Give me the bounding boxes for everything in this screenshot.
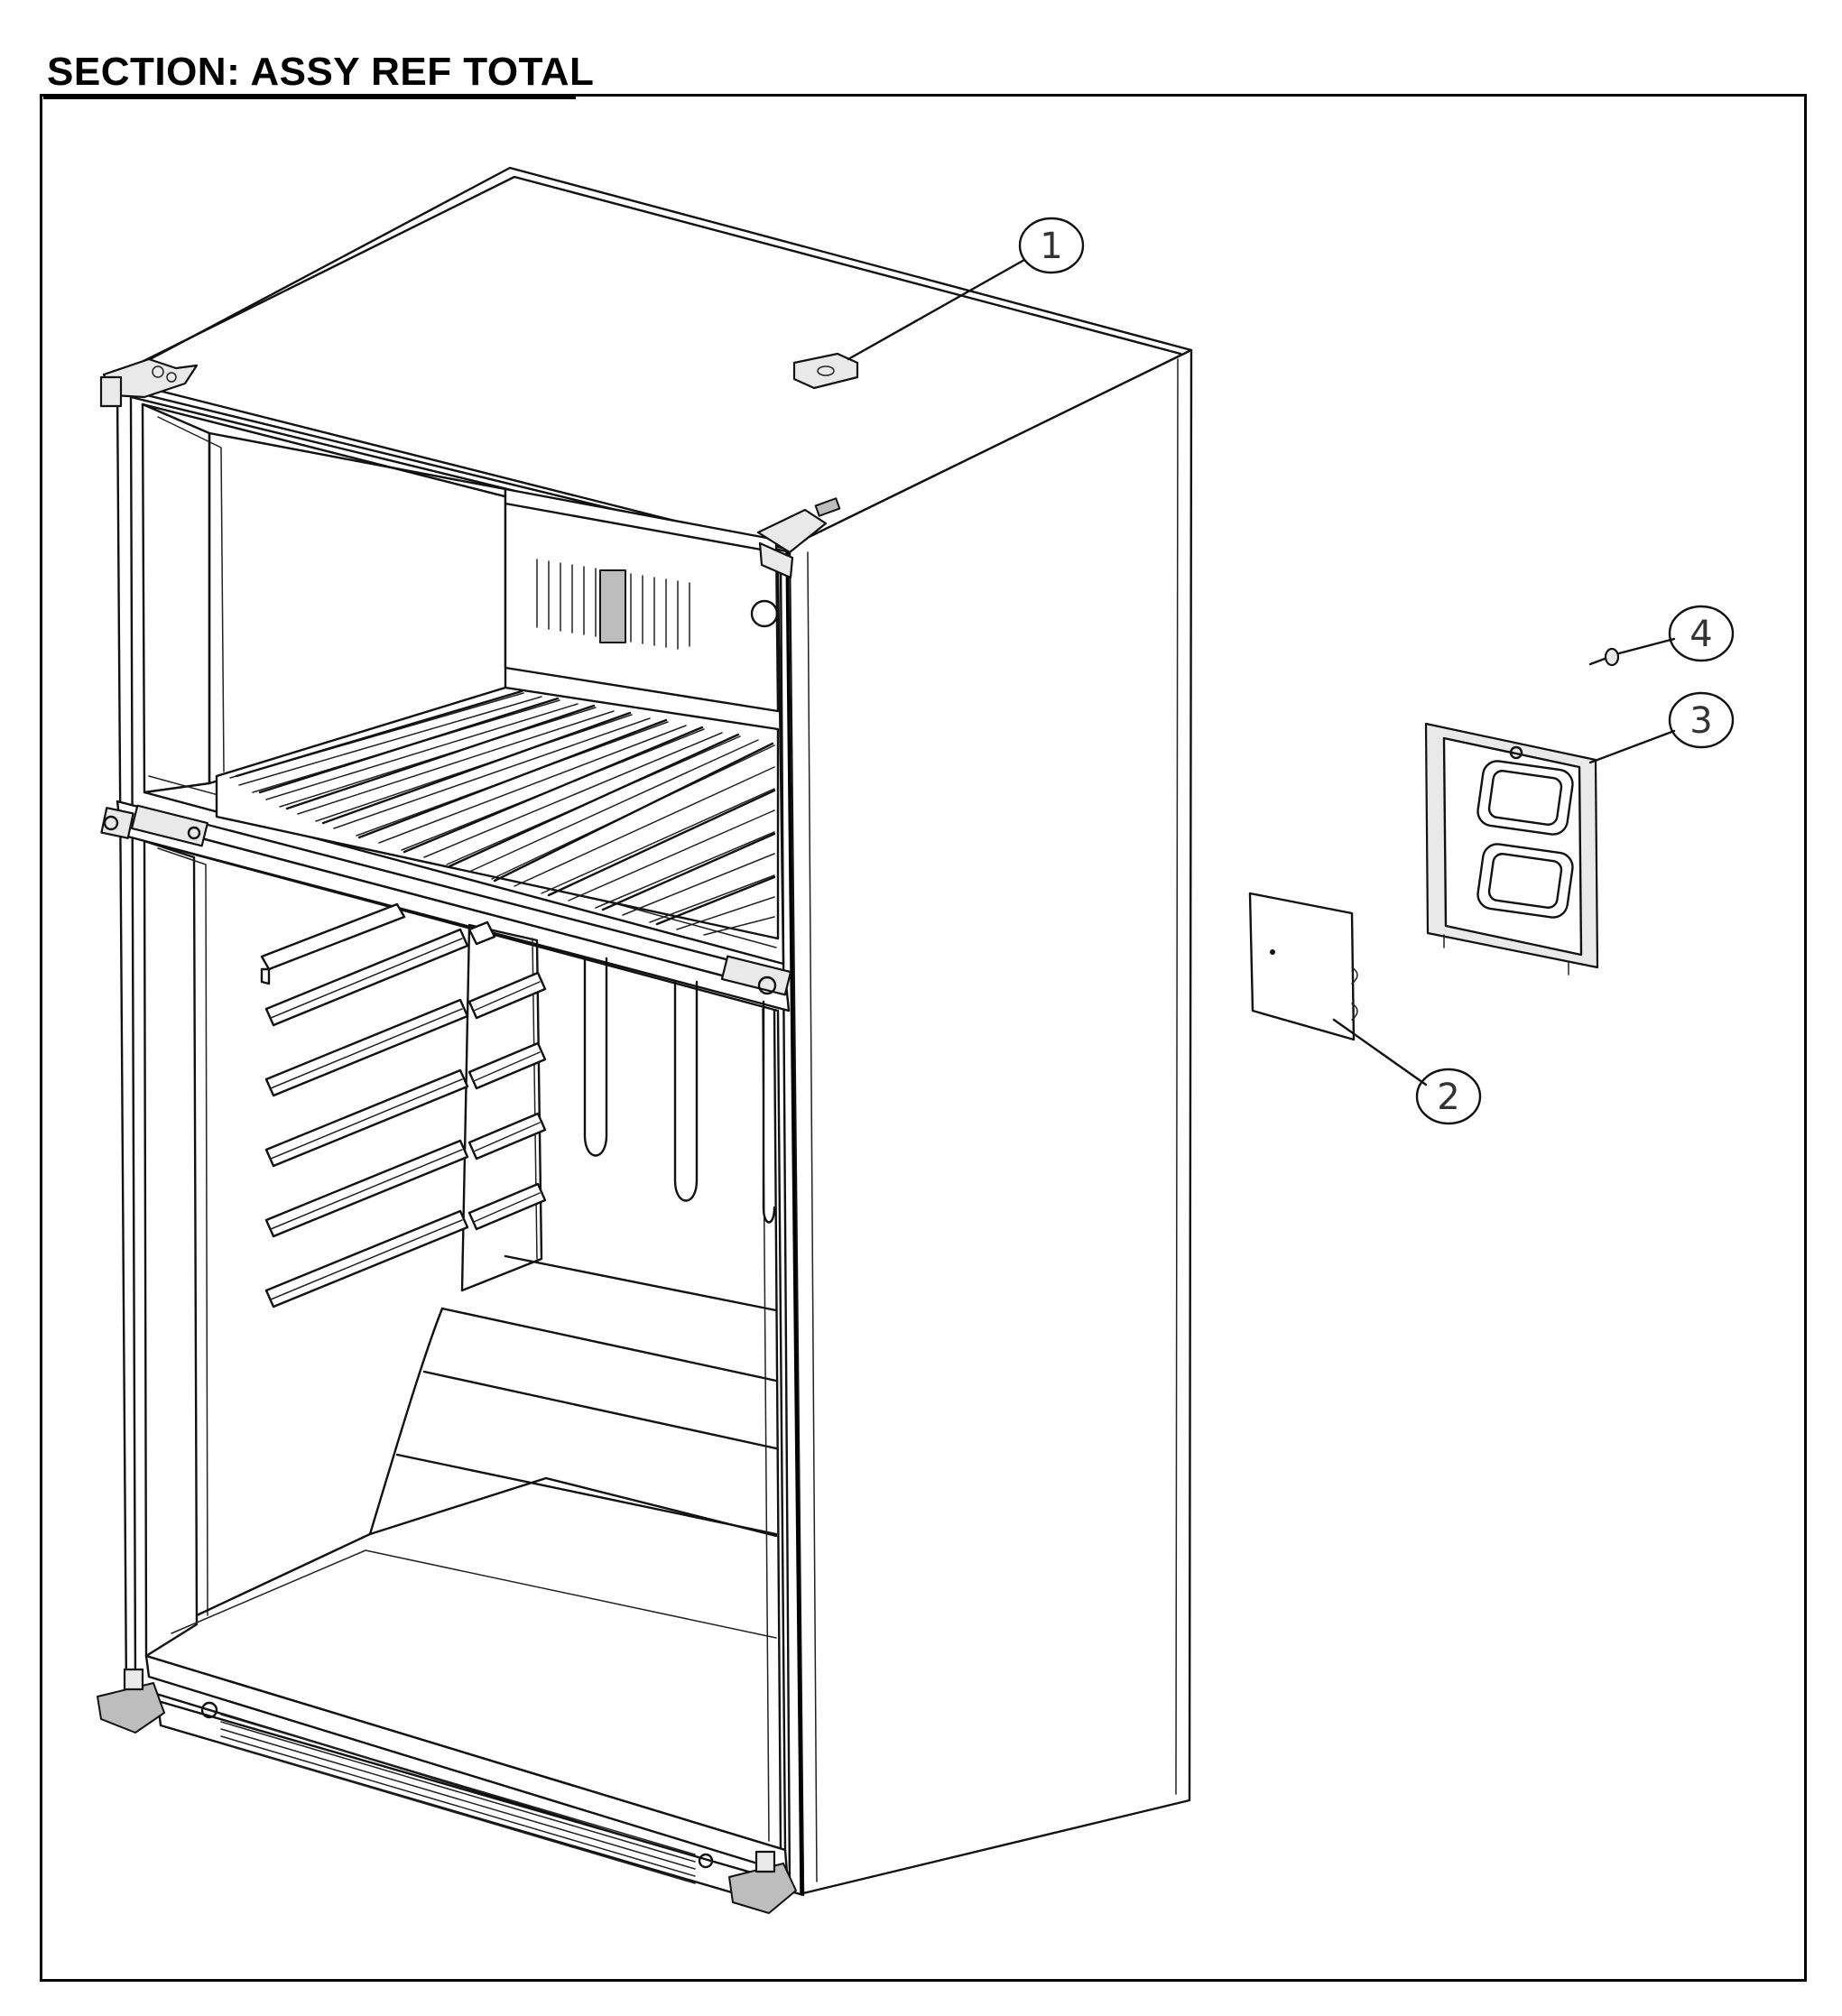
callout-2-number: 2 — [1437, 1077, 1459, 1118]
part-4-screw — [1588, 637, 1676, 667]
callout-4: 4 — [1668, 605, 1735, 662]
part-1-top-cap — [792, 258, 1026, 390]
callout-3: 3 — [1668, 691, 1735, 749]
leveling-feet — [97, 1668, 797, 1914]
callout-3-number: 3 — [1689, 700, 1712, 742]
callout-1: 1 — [1018, 217, 1085, 274]
top-left-hinge — [99, 357, 199, 408]
title-underline — [43, 96, 576, 99]
callout-1-number: 1 — [1040, 226, 1062, 267]
shelf-support-rails — [260, 902, 547, 1309]
diagram-frame — [40, 94, 1807, 1982]
callout-4-number: 4 — [1689, 614, 1712, 655]
callout-2: 2 — [1415, 1068, 1482, 1125]
freezer-compartment — [141, 402, 828, 966]
fresh-food-compartment — [143, 839, 789, 1874]
mullion-divider — [100, 800, 792, 1013]
part-2-cover-plate — [1248, 892, 1428, 1087]
part-3-panel-frame — [1424, 722, 1676, 976]
section-title: SECTION: ASSY REF TOTAL — [47, 50, 595, 94]
top-clip — [814, 497, 841, 517]
